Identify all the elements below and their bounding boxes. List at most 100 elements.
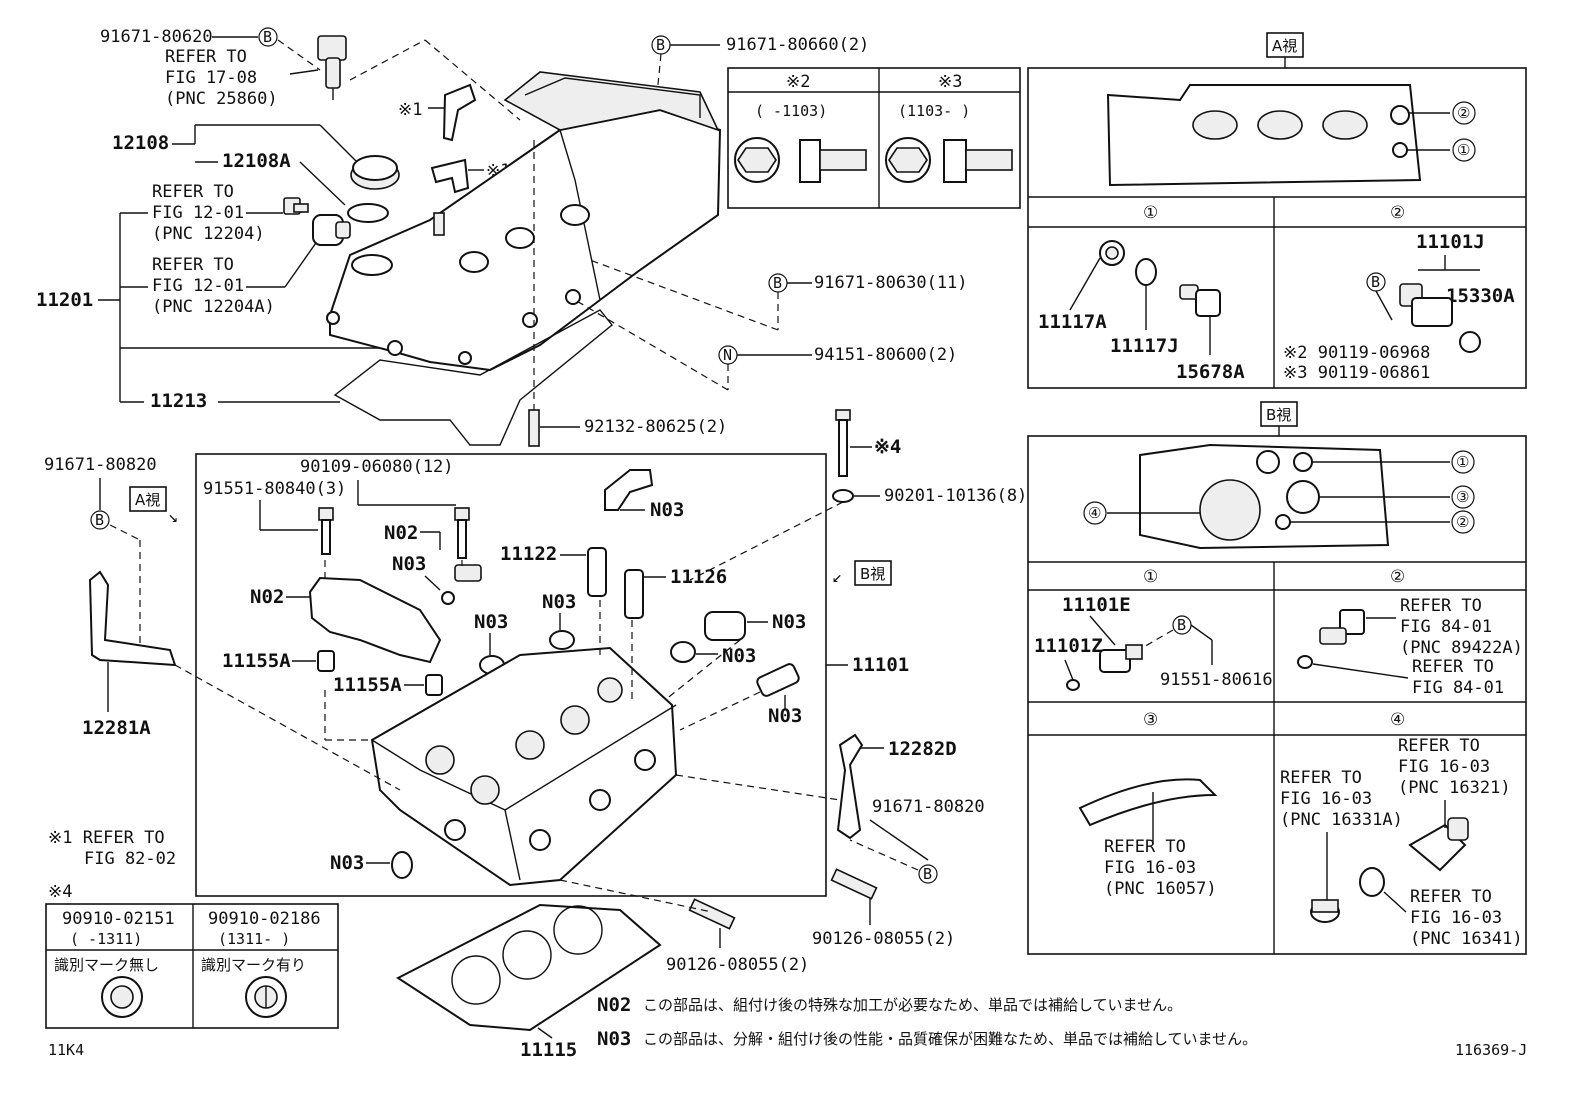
refer-84b-1: REFER TO	[1412, 657, 1494, 677]
plug-n03-f-icon	[670, 641, 696, 663]
plug-table-c1-mark: 識別マーク無し	[54, 956, 159, 974]
label-15330A: 15330A	[1446, 285, 1515, 307]
label-90126-08055-a: 90126-08055(2)	[812, 929, 955, 949]
label-n03-h: N03	[330, 852, 364, 874]
note-n03-code: N03	[597, 1028, 631, 1050]
page-code: 11K4	[48, 1041, 84, 1059]
label-n03-b: N03	[650, 499, 684, 521]
plug-marked-icon	[245, 976, 287, 1018]
plug-table-c1-range: ( -1311)	[70, 930, 142, 948]
label-n03-a: N03	[392, 553, 426, 575]
dowel-icon	[441, 591, 455, 605]
label-n03-f: N03	[722, 645, 756, 667]
label-11101E: 11101E	[1062, 594, 1131, 616]
label-91551-80840: 91551-80840(3)	[203, 479, 346, 499]
refer-16331A-2: FIG 16-03	[1280, 789, 1372, 809]
view-b-col4: ④	[1390, 710, 1405, 730]
dowel-11155A-a-icon	[317, 650, 335, 672]
refer-fig12a-3: (PNC 12204)	[152, 224, 265, 244]
refer-fig17-3: (PNC 25860)	[165, 89, 278, 109]
refer-fig17-2: FIG 17-08	[165, 68, 257, 88]
water-inlet-16321-icon	[1408, 817, 1469, 872]
refer-16331A-3: (PNC 16331A)	[1280, 810, 1403, 830]
note-n02-code: N02	[597, 994, 631, 1016]
label-12281A: 12281A	[82, 717, 151, 739]
note-n02-text: この部品は、組付け後の特殊な加工が必要なため、単品では補給していません。	[643, 996, 1182, 1014]
pipe-n03-g-icon	[756, 663, 800, 697]
refer-fig12b-2: FIG 12-01	[152, 276, 244, 296]
view-a-callout-2: ②	[1457, 104, 1470, 122]
view-b-callout-2: ②	[1456, 513, 1469, 531]
pipe-11126-icon	[624, 569, 644, 619]
view-b-title: B視	[1266, 406, 1291, 424]
plug-table-c2-part: 90910-02186	[208, 909, 321, 929]
plug-table-c1-part: 90910-02151	[62, 909, 175, 929]
label-n03-c: N03	[542, 591, 576, 613]
ocv-15330A-icon	[1399, 283, 1481, 353]
label-92132-80625: 92132-80625(2)	[584, 417, 727, 437]
label-91671-80820-a: 91671-80820	[44, 455, 157, 475]
label-n02-a: N02	[384, 522, 418, 544]
plug-11117A-icon	[1099, 240, 1125, 266]
sensor-25860-icon	[317, 35, 347, 100]
arrow-a-view-icon: ↘	[168, 507, 178, 527]
bracket-2-icon	[430, 158, 470, 194]
label-11101: 11101	[852, 654, 909, 676]
engine-hanger-12281A-icon	[88, 570, 177, 667]
refer-16057-3: (PNC 16057)	[1104, 879, 1217, 899]
bracket-icon	[442, 83, 477, 142]
label-12282D: 12282D	[888, 738, 957, 760]
grommet-12204A-icon	[312, 214, 351, 246]
seal-n03-c-icon	[549, 630, 575, 650]
view-a-ref: A視	[135, 491, 160, 509]
engine-hanger-12282D-icon	[836, 733, 864, 840]
label-90109-06080: 90109-06080(12)	[300, 457, 454, 477]
pipe-n03-top-icon	[604, 469, 654, 511]
view-b-table: B視 ① ③ ② ④ ① ② ③ ④ 11101E 11101Z	[1027, 401, 1527, 955]
oil-filler-cap-icon	[350, 155, 400, 190]
washer-90201-icon	[832, 489, 854, 503]
circle-n-marker: N	[723, 346, 732, 364]
circle-b-marker-7: B	[923, 865, 932, 883]
label-12108A: 12108A	[222, 150, 291, 172]
label-note4: ※4	[874, 436, 901, 458]
circle-b-marker-5: B	[1177, 616, 1186, 634]
circle-b-marker-3: B	[773, 274, 782, 292]
plug-15678A-icon	[1179, 284, 1221, 317]
refer-fig12a-1: REFER TO	[152, 182, 234, 202]
circle-b-marker-4: B	[1371, 273, 1380, 291]
note1-refer-1: ※1 REFER TO	[48, 828, 165, 848]
note1-refer-2: FIG 82-02	[84, 849, 176, 869]
view-a-table: A視 ② ① ① ② 11117A 11117J	[1027, 32, 1527, 389]
water-hose-16057-icon	[1078, 778, 1218, 827]
gasket-12108A-icon	[347, 203, 389, 223]
note1-a: ※1	[398, 100, 422, 120]
plug-11101E-icon	[1099, 644, 1143, 673]
label-91671-80620: 91671-80620	[100, 27, 213, 47]
cylinder-head-frame	[195, 453, 827, 897]
refer-fig12b-1: REFER TO	[152, 255, 234, 275]
stud-90126-right-icon	[830, 868, 878, 900]
cylinder-head-icon	[370, 646, 678, 887]
label-11101J: 11101J	[1416, 231, 1485, 253]
refer-fig12a-2: FIG 12-01	[152, 203, 244, 223]
label-11201: 11201	[36, 289, 93, 311]
view-a-col1: ①	[1143, 203, 1158, 223]
bolt-old-icon	[734, 137, 867, 183]
label-n03-d: N03	[474, 611, 508, 633]
bolt-table-r3: (1103- )	[898, 102, 970, 120]
view-b-callout-1: ①	[1456, 453, 1469, 471]
label-11117J: 11117J	[1110, 335, 1179, 357]
view-b-callout-4: ④	[1088, 504, 1101, 522]
refer-84a-3: (PNC 89422A)	[1400, 638, 1523, 658]
bolt-table-h2: ※2	[786, 72, 810, 92]
view-a-col2: ②	[1390, 203, 1405, 223]
refer-84b-2: FIG 84-01	[1412, 678, 1504, 698]
refer-16321-2: FIG 16-03	[1398, 757, 1490, 777]
label-11117A: 11117A	[1038, 311, 1107, 333]
label-11155A-a: 11155A	[222, 650, 291, 672]
head-cover-gasket-icon	[333, 309, 613, 446]
label-12108: 12108	[112, 132, 169, 154]
bolt-table-h3: ※3	[938, 72, 962, 92]
view-a-note2: ※2 90119-06968	[1283, 343, 1430, 363]
